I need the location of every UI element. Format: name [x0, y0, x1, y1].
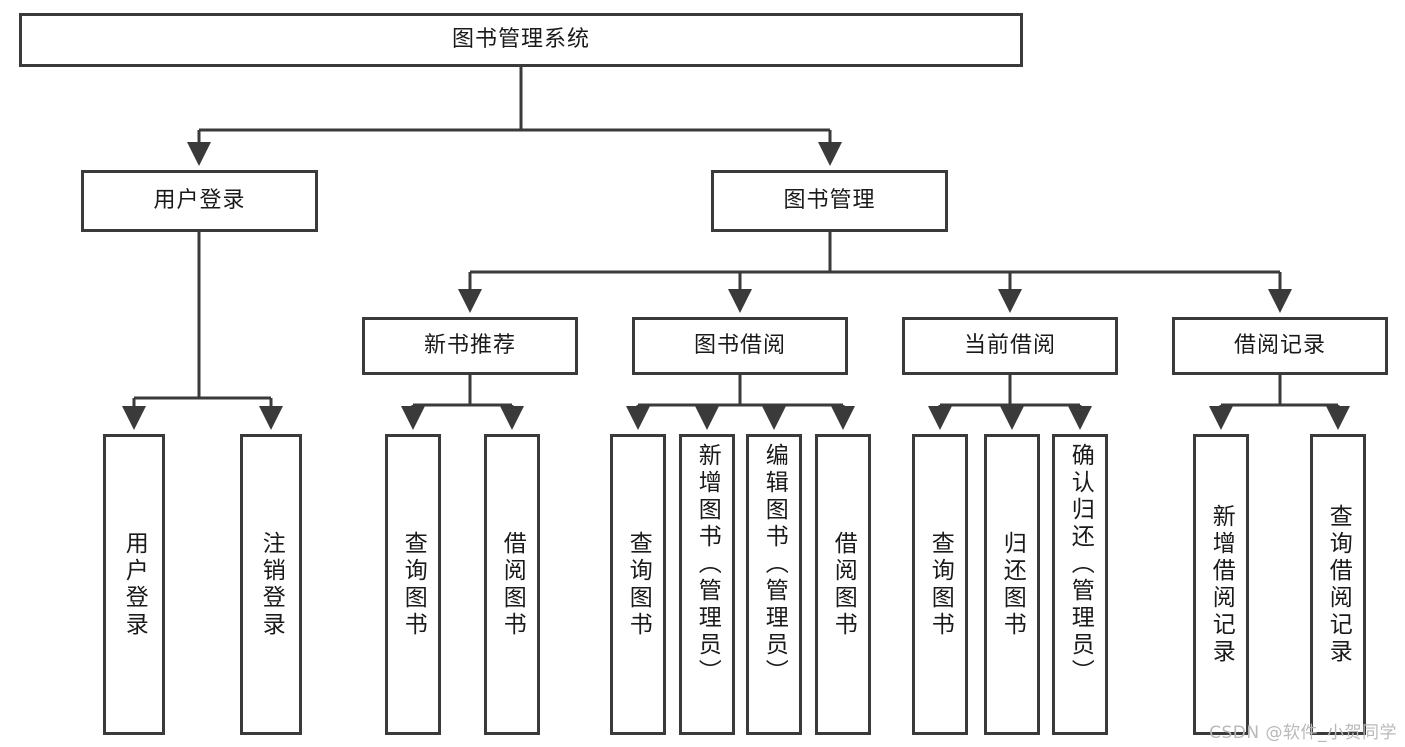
node-label-leaf-return-book: 归还图书	[999, 530, 1026, 639]
node-borrow[interactable]: 图书借阅	[632, 317, 848, 375]
node-leaf-add-book[interactable]: 新增图书（管理员）	[679, 434, 735, 735]
node-label-leaf-add-book: 新增图书（管理员）	[694, 443, 721, 686]
node-leaf-edit-book[interactable]: 编辑图书（管理员）	[746, 434, 802, 735]
node-label-login: 用户登录	[153, 188, 246, 214]
node-label-leaf-query-book-2: 查询图书	[625, 530, 652, 639]
node-label-borrow: 图书借阅	[693, 333, 786, 359]
node-label-root: 图书管理系统	[451, 27, 590, 53]
node-leaf-query-book-2[interactable]: 查询图书	[610, 434, 666, 735]
node-leaf-add-record[interactable]: 新增借阅记录	[1193, 434, 1249, 735]
node-label-leaf-user-logout: 注销登录	[258, 530, 285, 639]
node-leaf-borrow-book-2[interactable]: 借阅图书	[815, 434, 871, 735]
node-current[interactable]: 当前借阅	[902, 317, 1118, 375]
node-label-bookmgmt: 图书管理	[783, 188, 876, 214]
node-label-current: 当前借阅	[963, 333, 1056, 359]
node-label-leaf-borrow-book-2: 借阅图书	[830, 530, 857, 639]
node-records[interactable]: 借阅记录	[1172, 317, 1388, 375]
node-bookmgmt[interactable]: 图书管理	[711, 170, 948, 232]
node-label-leaf-query-book-3: 查询图书	[927, 530, 954, 639]
node-newbook[interactable]: 新书推荐	[362, 317, 578, 375]
node-label-newbook: 新书推荐	[423, 333, 516, 359]
node-label-leaf-add-record: 新增借阅记录	[1208, 503, 1235, 666]
node-label-leaf-borrow-book-1: 借阅图书	[499, 530, 526, 639]
node-leaf-user-login[interactable]: 用户登录	[103, 434, 165, 735]
node-label-records: 借阅记录	[1233, 333, 1326, 359]
node-leaf-confirm-return[interactable]: 确认归还（管理员）	[1052, 434, 1108, 735]
node-label-leaf-query-book-1: 查询图书	[400, 530, 427, 639]
node-label-leaf-edit-book: 编辑图书（管理员）	[761, 443, 788, 686]
node-leaf-query-book-3[interactable]: 查询图书	[912, 434, 968, 735]
node-leaf-return-book[interactable]: 归还图书	[984, 434, 1040, 735]
node-leaf-borrow-book-1[interactable]: 借阅图书	[484, 434, 540, 735]
node-label-leaf-user-login: 用户登录	[121, 530, 148, 639]
node-label-leaf-confirm-return: 确认归还（管理员）	[1067, 443, 1094, 686]
node-leaf-user-logout[interactable]: 注销登录	[240, 434, 302, 735]
node-leaf-query-record[interactable]: 查询借阅记录	[1310, 434, 1366, 735]
node-leaf-query-book-1[interactable]: 查询图书	[385, 434, 441, 735]
node-login[interactable]: 用户登录	[81, 170, 318, 232]
node-root[interactable]: 图书管理系统	[19, 13, 1023, 67]
node-label-leaf-query-record: 查询借阅记录	[1325, 503, 1352, 666]
